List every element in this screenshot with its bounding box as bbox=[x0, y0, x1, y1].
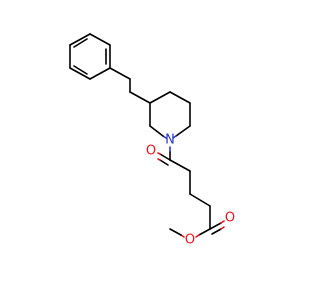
atom-label-amide-oxygen: O bbox=[146, 144, 156, 159]
double-bond bbox=[157, 152, 161, 155]
bond bbox=[69, 67, 91, 80]
bond bbox=[89, 33, 111, 46]
bond bbox=[198, 228, 211, 236]
double-bond bbox=[157, 158, 161, 161]
molecule-structure-diagram: N O O O bbox=[69, 33, 235, 248]
piperidine-ring bbox=[149, 91, 191, 139]
nitrogen-label: N bbox=[165, 133, 175, 148]
double-bond bbox=[159, 153, 171, 161]
oxygen-label: O bbox=[225, 211, 235, 226]
atom-label-ester-carbonyl-oxygen: O bbox=[225, 211, 235, 226]
bond bbox=[69, 33, 91, 46]
double-bond-inner bbox=[73, 38, 88, 48]
bond bbox=[149, 125, 164, 137]
double-bond bbox=[220, 226, 225, 230]
bond bbox=[109, 67, 131, 80]
double-bond-inner bbox=[73, 65, 88, 75]
double-bond bbox=[211, 228, 222, 235]
bond bbox=[129, 91, 151, 104]
double-bond bbox=[220, 220, 225, 224]
ester-carbonyl bbox=[209, 220, 225, 235]
atom-label-ester-oxygen: O bbox=[185, 233, 195, 248]
bond bbox=[172, 135, 177, 139]
atom-label-nitrogen: N bbox=[165, 133, 175, 148]
oxygen-label: O bbox=[146, 144, 156, 159]
bond bbox=[169, 159, 191, 172]
bond bbox=[195, 234, 200, 238]
double-bond bbox=[159, 159, 169, 166]
pentanoyl-chain bbox=[169, 159, 211, 230]
bond bbox=[169, 91, 191, 104]
bond bbox=[175, 125, 191, 137]
amide-carbonyl bbox=[157, 152, 171, 166]
bond bbox=[169, 228, 182, 236]
bond bbox=[149, 91, 171, 104]
double-bond bbox=[209, 222, 222, 230]
oxygen-label: O bbox=[185, 233, 195, 248]
ethyl-linker bbox=[109, 67, 151, 104]
benzene-ring bbox=[69, 33, 111, 80]
bond bbox=[89, 67, 111, 80]
methoxy-group bbox=[169, 228, 211, 238]
bond bbox=[189, 193, 211, 207]
